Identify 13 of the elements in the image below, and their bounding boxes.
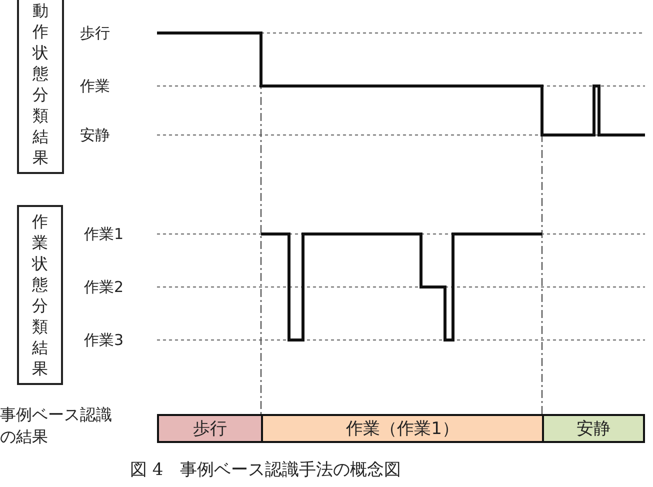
state-label: 作業3 [84,331,124,350]
state-label: 安静 [80,126,110,145]
state-label: 作業1 [84,225,124,244]
category-box: 動作状態分類結果 [17,0,64,174]
category-box: 作業状態分類結果 [17,205,63,385]
result-segment: 作業（作業1） [261,414,544,443]
figure-caption: 図 4 事例ベース認識手法の概念図 [130,459,402,481]
state-label: 作業 [80,77,110,96]
state-label: 作業2 [84,278,124,297]
row-label: 事例ベース認識の結果 [0,404,113,448]
result-segment: 歩行 [157,414,263,443]
state-label: 歩行 [80,24,110,43]
result-segment: 安静 [542,414,645,443]
